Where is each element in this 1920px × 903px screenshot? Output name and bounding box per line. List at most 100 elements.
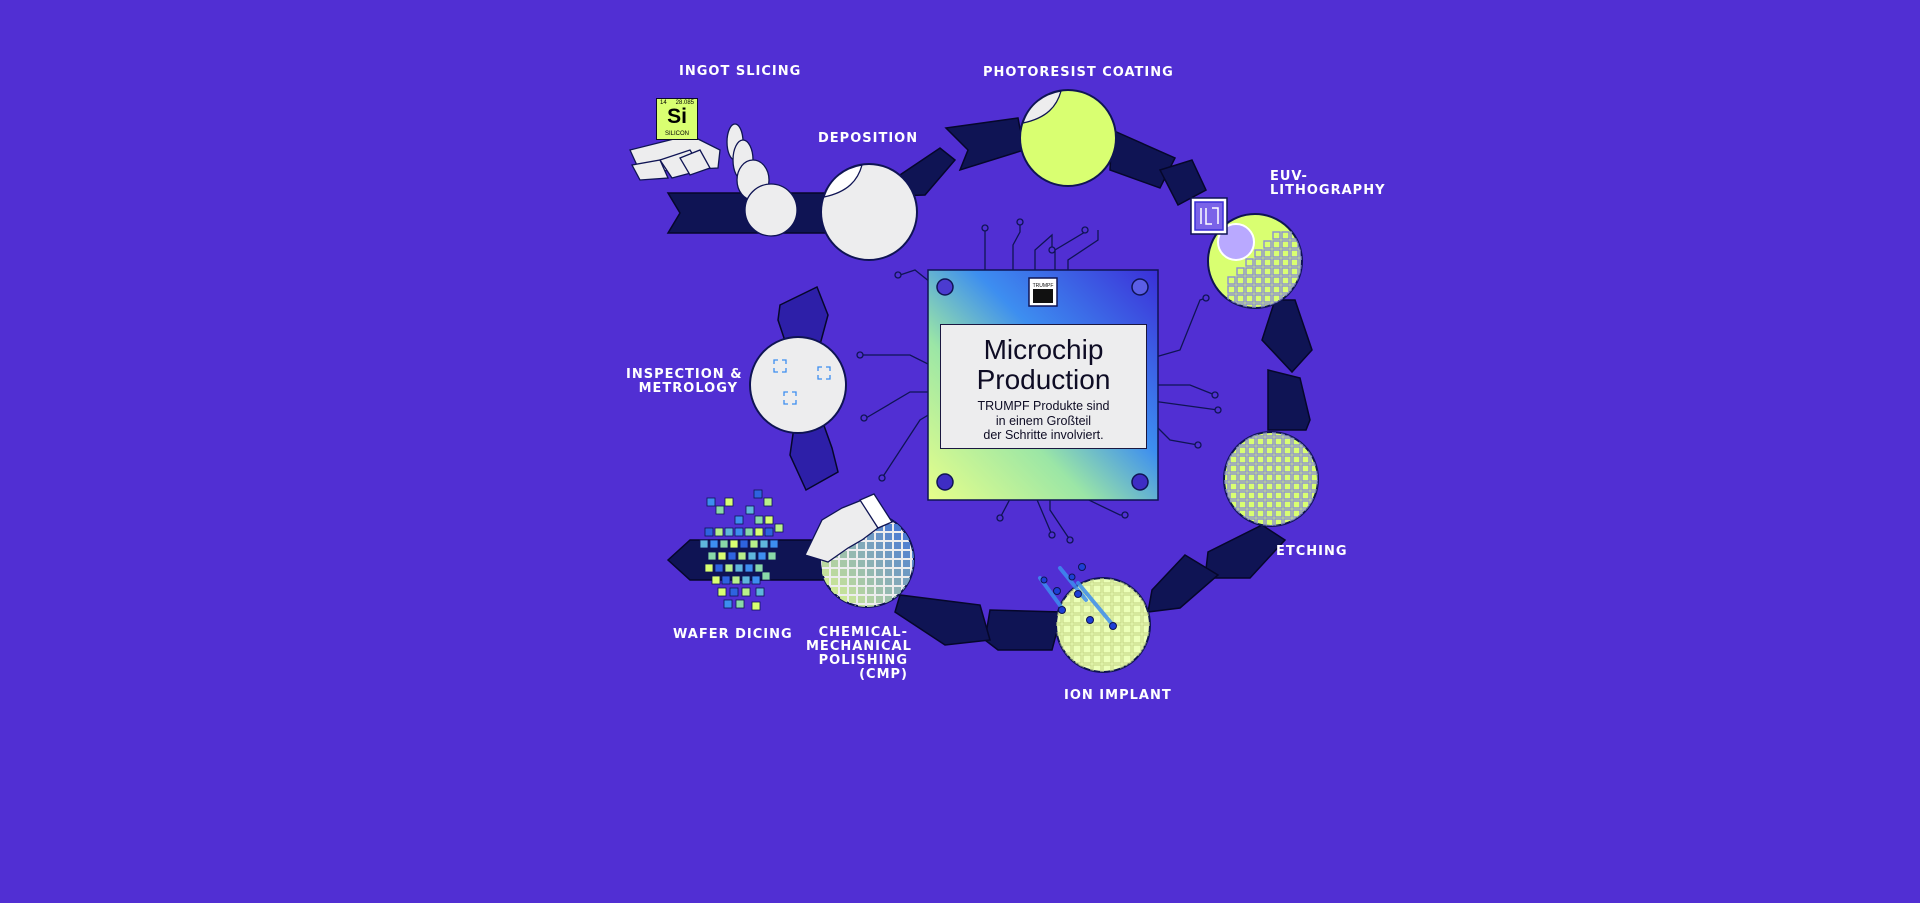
- etched-die: [1256, 491, 1265, 500]
- lithography-die: [1236, 285, 1245, 294]
- ring-arrow-ion-to-cmp-b: [894, 594, 991, 646]
- diced-chip: [751, 575, 761, 585]
- lithography-die: [1236, 276, 1245, 285]
- polished-die: [885, 587, 892, 594]
- etched-die: [1247, 437, 1256, 446]
- implant-die: [1142, 664, 1150, 672]
- implant-die: [1122, 594, 1132, 604]
- polished-die: [912, 524, 914, 531]
- etched-die: [1229, 432, 1238, 437]
- etched-die: [1247, 509, 1256, 518]
- implant-die: [1153, 645, 1161, 653]
- implant-die: [1056, 664, 1062, 672]
- etched-die: [1247, 482, 1256, 491]
- etched-die: [1265, 491, 1274, 500]
- etched-die: [1292, 446, 1301, 455]
- etched-die: [1283, 473, 1292, 482]
- lithography-die: [1281, 285, 1290, 294]
- lithography-die: [1290, 267, 1299, 276]
- diced-chip: [754, 515, 764, 525]
- diced-chip: [755, 587, 765, 597]
- polished-die: [885, 578, 892, 585]
- polished-die: [840, 587, 847, 594]
- etched-die: [1229, 518, 1238, 526]
- etched-die: [1224, 518, 1229, 526]
- polished-die: [840, 551, 847, 558]
- polished-die: [876, 569, 883, 576]
- diced-chip: [734, 515, 744, 525]
- polished-die: [876, 542, 883, 549]
- diced-chip: [754, 563, 764, 573]
- polished-die: [822, 605, 829, 607]
- etched-die: [1229, 482, 1238, 491]
- implant-die: [1053, 675, 1061, 683]
- lithography-die: [1245, 276, 1254, 285]
- label-ion-implant: ION IMPLANT: [1064, 688, 1172, 703]
- implant-die: [1153, 615, 1161, 623]
- polished-die: [867, 587, 874, 594]
- polished-die: [849, 596, 856, 603]
- etched-die: [1320, 447, 1327, 454]
- diced-chip: [714, 527, 724, 537]
- lithography-die: [1272, 258, 1281, 267]
- diced-chip: [744, 527, 754, 537]
- implant-die: [1072, 644, 1082, 654]
- implant-die: [1082, 604, 1092, 614]
- diced-chip: [727, 551, 737, 561]
- polished-die: [876, 587, 883, 594]
- etched-die: [1265, 473, 1274, 482]
- diced-chip: [715, 505, 725, 515]
- polished-die: [840, 560, 847, 567]
- polished-die: [903, 542, 910, 549]
- polished-die: [876, 578, 883, 585]
- implant-die: [1112, 654, 1122, 664]
- polished-die: [858, 578, 865, 585]
- diced-chip: [724, 563, 734, 573]
- polished-die: [858, 605, 865, 607]
- polished-die: [894, 587, 901, 594]
- etched-die: [1238, 446, 1247, 455]
- implant-die: [1143, 675, 1151, 683]
- lithography-die: [1236, 267, 1245, 276]
- diced-chip: [707, 551, 717, 561]
- polished-die: [840, 596, 847, 603]
- lithography-die: [1254, 285, 1263, 294]
- implant-die: [1072, 654, 1082, 664]
- lithography-die: [1272, 294, 1281, 303]
- etched-die: [1292, 509, 1301, 518]
- diced-chip: [774, 523, 784, 533]
- etched-die: [1274, 437, 1283, 446]
- implant-die: [1113, 675, 1121, 683]
- lithography-die: [1281, 258, 1290, 267]
- ring-arrow-euv-to-etching-a: [1158, 159, 1207, 207]
- diced-chip: [724, 527, 734, 537]
- subtitle-line-3: der Schritte involviert.: [983, 428, 1104, 442]
- etched-die: [1224, 500, 1229, 509]
- polished-die: [885, 542, 892, 549]
- implant-die: [1142, 578, 1150, 584]
- label-euv-lithography: EUV- LITHOGRAPHY: [1270, 169, 1386, 198]
- implant-die: [1153, 635, 1161, 643]
- polished-die: [885, 596, 892, 603]
- polished-die: [831, 578, 838, 585]
- diced-chip: [704, 563, 714, 573]
- etched-die: [1229, 464, 1238, 473]
- etched-die: [1238, 482, 1247, 491]
- etched-die: [1229, 491, 1238, 500]
- implant-die: [1122, 654, 1132, 664]
- implant-die: [1072, 614, 1082, 624]
- lithography-die: [1245, 267, 1254, 276]
- label-inspection-metrology: INSPECTION & METROLOGY: [626, 367, 743, 396]
- implant-die: [1092, 634, 1102, 644]
- diced-chip: [734, 527, 744, 537]
- implant-die: [1122, 644, 1132, 654]
- lithography-die: [1227, 276, 1236, 285]
- lithography-die: [1299, 303, 1302, 308]
- etched-die: [1320, 456, 1327, 463]
- diced-chip: [729, 587, 739, 597]
- ring-arrow-euv-to-etching-b: [1261, 299, 1313, 374]
- label-wafer-dicing: WAFER DICING: [673, 627, 793, 642]
- silicon-name: SILICON: [664, 131, 689, 137]
- implant-die: [1092, 654, 1102, 664]
- implant-die: [1082, 624, 1092, 634]
